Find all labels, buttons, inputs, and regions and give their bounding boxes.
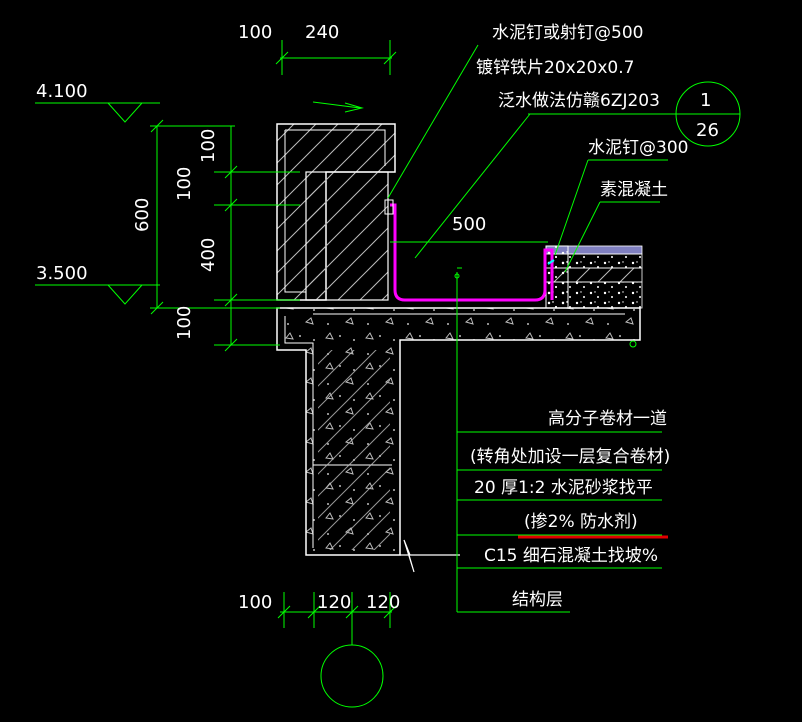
dim-top-240: 240 xyxy=(305,22,339,43)
dim-500: 500 xyxy=(452,214,486,235)
dim-top-100: 100 xyxy=(238,22,272,43)
layer-6: 结构层 xyxy=(512,590,563,610)
roof-slab xyxy=(276,307,641,573)
dim-400: 400 xyxy=(198,238,219,272)
nail-plate xyxy=(384,199,394,215)
note-plate: 镀锌铁片20x20x0.7 xyxy=(476,58,634,78)
layer-4: (掺2% 防水剂) xyxy=(524,512,638,532)
parapet-wall xyxy=(276,123,396,301)
dim-bottom-120-right: 120 xyxy=(366,592,400,613)
dim-600: 600 xyxy=(132,198,153,232)
dim-100-upper: 100 xyxy=(198,129,219,163)
dim-bottom-100: 100 xyxy=(238,592,272,613)
level-top: 4.100 xyxy=(36,81,88,102)
layer-5: C15 细石混凝土找坡% xyxy=(484,546,658,566)
level-bottom: 3.500 xyxy=(36,263,88,284)
nail-marker xyxy=(547,259,555,265)
dim-100-lower: 100 xyxy=(174,306,195,340)
layer-2: (转角处加设一层复合卷材) xyxy=(470,447,670,467)
dim-bottom-120-left: 120 xyxy=(317,592,351,613)
detail-marker-top: 1 xyxy=(700,90,711,111)
note-nail-500: 水泥钉或射钉@500 xyxy=(492,23,643,43)
detail-marker-bottom: 26 xyxy=(696,120,719,141)
waterproof-membrane xyxy=(390,203,554,302)
layer-3: 20 厚1:2 水泥砂浆找平 xyxy=(474,478,653,498)
roof-buildup xyxy=(545,245,643,309)
note-plain-concrete: 素混凝土 xyxy=(600,180,668,200)
dimension-lines xyxy=(35,40,741,708)
note-nail-300: 水泥钉@300 xyxy=(588,138,688,158)
layer-1: 高分子卷材一道 xyxy=(548,409,667,429)
dim-100-mid: 100 xyxy=(174,167,195,201)
note-flashing: 泛水做法仿赣6ZJ203 xyxy=(498,91,660,111)
